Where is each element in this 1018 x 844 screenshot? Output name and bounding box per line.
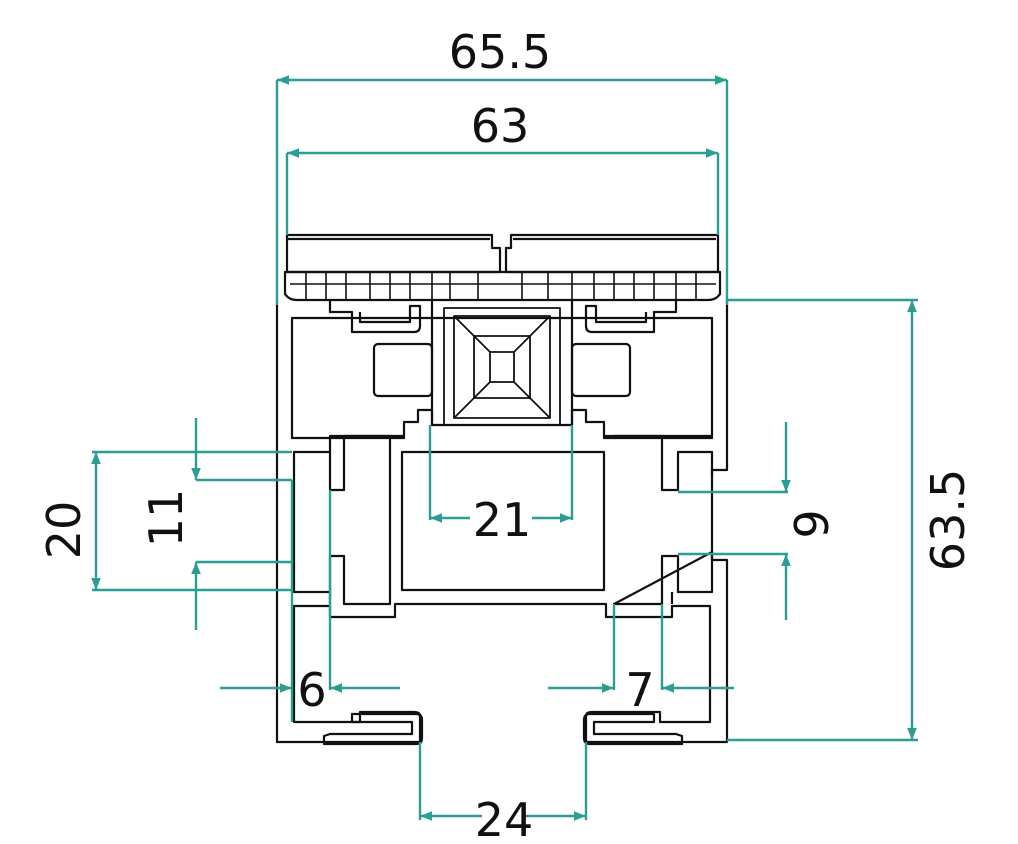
profile-outline	[275, 233, 729, 746]
right-chamber	[612, 434, 714, 606]
dim-label-63-5: 63.5	[921, 469, 975, 571]
dim-label-20: 20	[37, 501, 91, 560]
top-cover-plate	[283, 233, 722, 302]
left-chamber	[292, 434, 392, 606]
dim-label-7: 7	[625, 663, 654, 717]
bottom-right-hook	[582, 712, 684, 746]
dimension-labels: 65.5 63 63.5 20 11 21 9 6 7 24	[37, 25, 975, 844]
center-cavity	[400, 450, 606, 592]
bottom-left-hook	[322, 712, 424, 746]
dimension-lines	[91, 75, 918, 821]
cover-teeth	[290, 272, 716, 300]
left-bolt-slot	[372, 342, 434, 398]
right-bolt-slot	[570, 342, 632, 398]
dim-label-65-5: 65.5	[449, 25, 551, 79]
top-left-hook	[328, 300, 422, 334]
dim-label-24: 24	[475, 793, 534, 844]
left-web	[328, 434, 404, 604]
dim-label-21: 21	[473, 493, 532, 547]
dim-label-6: 6	[297, 663, 326, 717]
top-right-hook	[584, 300, 678, 334]
dim-label-11: 11	[139, 489, 193, 548]
dim-label-63: 63	[471, 99, 530, 153]
center-clamp	[443, 307, 561, 426]
dim-label-9: 9	[785, 509, 839, 538]
right-web	[604, 434, 712, 604]
